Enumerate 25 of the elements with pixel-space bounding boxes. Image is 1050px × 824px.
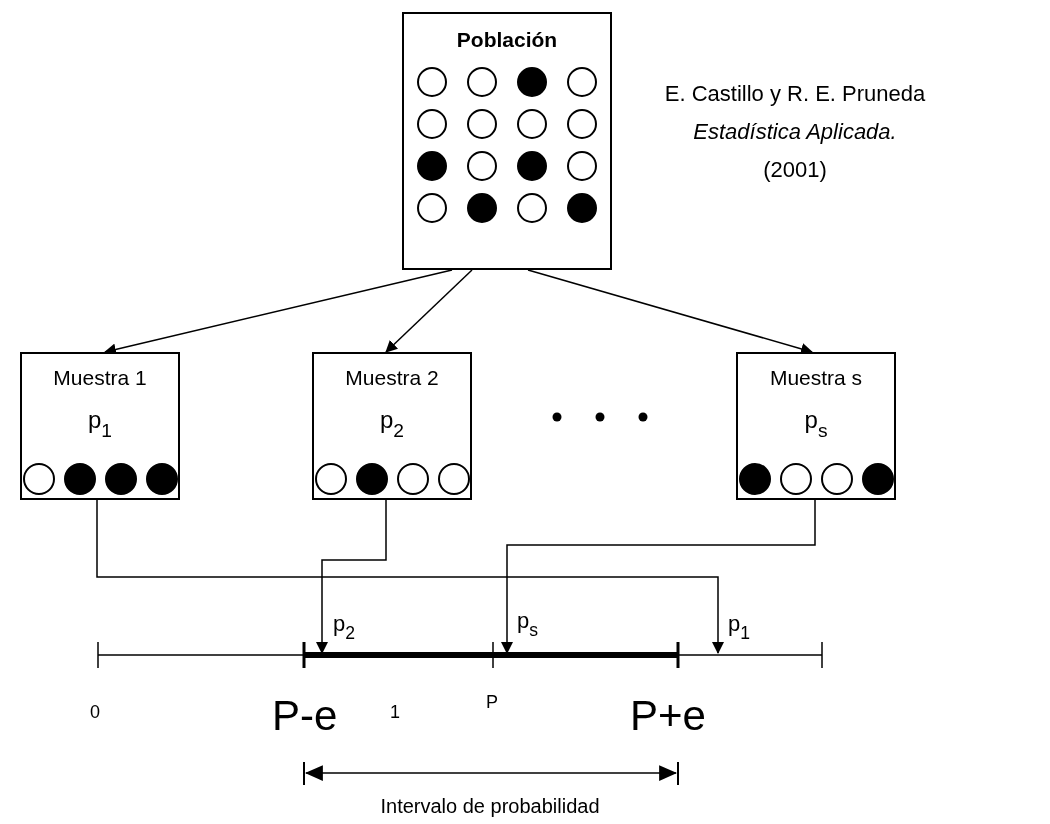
arrow: [96, 499, 724, 654]
arrow: [316, 499, 387, 654]
axis-label: P: [486, 693, 498, 713]
arrow: [385, 269, 473, 353]
sample-box: [736, 352, 896, 500]
arrow: [527, 269, 813, 355]
axis-label: 1: [390, 703, 400, 723]
interval-bound: P+e: [630, 693, 706, 740]
proportion-symbol: p$_{s}$: [803, 406, 829, 442]
interval-bound: P-e: [272, 693, 338, 740]
interval-caption: Intervalo de probabilidad: [380, 795, 600, 817]
box-title: Población: [455, 28, 559, 52]
book-title: Estadística Aplicada.: [693, 120, 897, 145]
box-title: Muestra 1: [52, 366, 148, 390]
sample-box: [312, 352, 472, 500]
arrow: [501, 499, 816, 654]
box-title: Muestra 2: [344, 366, 440, 390]
proportion-symbol: p$_{1}$: [87, 406, 113, 442]
publication-year: (2001): [763, 158, 827, 183]
population-box: [402, 12, 612, 270]
sample-box: [20, 352, 180, 500]
box-title: Muestra s: [768, 366, 864, 390]
axis-label: 0: [90, 703, 100, 723]
author-credit: E. Castillo y R. E. Pruneda: [664, 82, 926, 107]
proportion-symbol: p$_{2}$: [379, 406, 405, 442]
